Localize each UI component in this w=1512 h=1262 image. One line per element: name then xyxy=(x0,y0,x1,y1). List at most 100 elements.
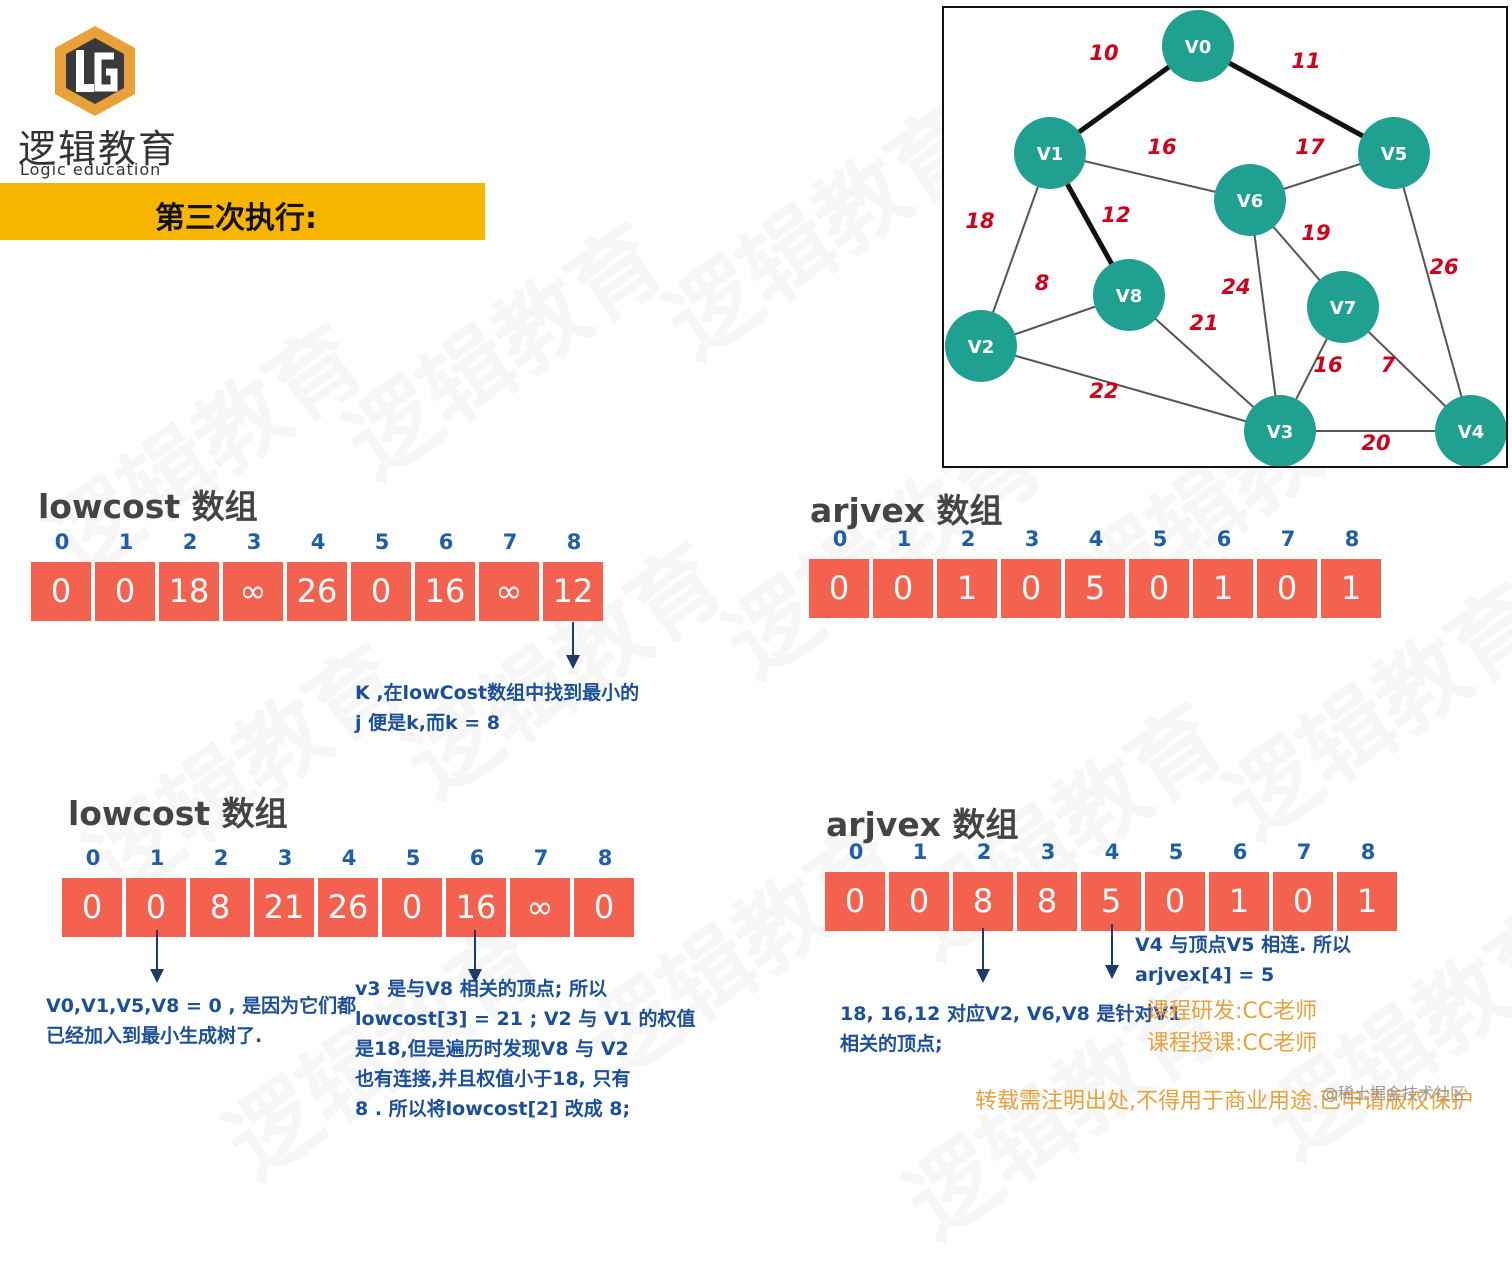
graph-node-label: V2 xyxy=(968,337,994,358)
arrow-v3 xyxy=(474,930,476,970)
array-cell: 12 xyxy=(543,562,603,621)
array-cell: 0 xyxy=(1129,559,1189,618)
edge-weight-label: 16 xyxy=(1313,353,1342,377)
logo-title: 逻辑教育 xyxy=(18,127,179,171)
array-index: 2 xyxy=(213,846,229,870)
array-index: 5 xyxy=(374,530,390,554)
graph-node-V7 xyxy=(1307,271,1379,343)
note-v0-line1: V0,V1,V5,V8 = 0 , 是因为它们都 xyxy=(46,995,357,1017)
graph-node-label: V6 xyxy=(1237,191,1263,212)
credit-teach: 课程授课:CC老师 xyxy=(1147,1031,1318,1056)
array-cell: 5 xyxy=(1065,559,1125,618)
graph-edge-V2-V3 xyxy=(980,345,1281,432)
logo-icon xyxy=(55,26,135,116)
array-index: 1 xyxy=(118,530,134,554)
graph-edge-V6-V3 xyxy=(1249,199,1281,432)
graph-node-V8 xyxy=(1093,259,1165,331)
edge-weight-label: 10 xyxy=(1089,41,1118,65)
array-index: 0 xyxy=(54,530,70,554)
array-index: 5 xyxy=(1168,840,1184,864)
arrow-v0 xyxy=(156,930,158,970)
credit-copyright: 转载需注明出处,不得用于商业用途.已申请版权保护 xyxy=(975,1089,1473,1114)
note-v3-line3: 是18,但是遍历时发现V8 与 V2 xyxy=(355,1038,629,1060)
array-index: 6 xyxy=(1216,527,1232,551)
array-cell: 0 xyxy=(62,878,122,937)
array-cell: 0 xyxy=(1257,559,1317,618)
array-cell: 0 xyxy=(574,878,634,937)
array-cell: 0 xyxy=(825,872,885,931)
array-cell: 0 xyxy=(31,562,91,621)
arrow-v0-head xyxy=(150,969,164,983)
note-v3: v3 是与V8 相关的顶点; 所以 lowcost[3] = 21 ; V2 与… xyxy=(355,974,696,1124)
array-cell: ∞ xyxy=(479,562,539,621)
array-index: 5 xyxy=(405,846,421,870)
array-index: 3 xyxy=(1040,840,1056,864)
arrow-v2-head xyxy=(976,969,990,983)
array-cell: 0 xyxy=(889,872,949,931)
edge-weight-label: 18 xyxy=(965,209,994,233)
lowcost-title-2: lowcost 数组 xyxy=(68,794,288,833)
edge-weight-label: 26 xyxy=(1429,255,1458,279)
credit-dev: 课程研发:CC老师 xyxy=(1147,999,1318,1024)
arrow-k xyxy=(572,622,574,656)
graph-node-label: V5 xyxy=(1381,144,1407,165)
array-index: 6 xyxy=(438,530,454,554)
array-cell: 0 xyxy=(873,559,933,618)
note-v3-line5: 8 . 所以将lowcost[2] 改成 8; xyxy=(355,1098,631,1120)
arrow-v3-head xyxy=(468,969,482,983)
array-index: 0 xyxy=(832,527,848,551)
site-watermark: @稀土掘金技术社区 xyxy=(1322,1084,1467,1103)
note-v4-line2: arjvex[4] = 5 xyxy=(1135,964,1275,986)
arjvex-title-2: arjvex 数组 xyxy=(826,805,1019,844)
edge-weight-label: 22 xyxy=(1089,379,1118,403)
graph-node-V3 xyxy=(1244,395,1316,467)
array-index: 8 xyxy=(1360,840,1376,864)
array-index: 4 xyxy=(341,846,357,870)
edge-weight-label: 8 xyxy=(1035,271,1050,295)
watermark-text: 逻辑教育 xyxy=(55,609,424,922)
edge-weight-label: 11 xyxy=(1291,49,1320,73)
array-index: 4 xyxy=(1104,840,1120,864)
edge-weight-label: 24 xyxy=(1221,275,1250,299)
array-cell: 26 xyxy=(287,562,347,621)
graph-node-label: V4 xyxy=(1458,422,1484,443)
note-v3-line2: lowcost[3] = 21 ; V2 与 V1 的权值 xyxy=(355,1008,696,1030)
arrow-v2 xyxy=(982,928,984,970)
edge-weight-label: 19 xyxy=(1301,221,1330,245)
array-cell: 0 xyxy=(126,878,186,937)
note-k-line1: K ,在lowCost数组中找到最小的 xyxy=(355,682,640,704)
graph-node-label: V8 xyxy=(1116,286,1142,307)
array-index: 7 xyxy=(533,846,549,870)
array-index: 2 xyxy=(976,840,992,864)
note-v2-line2: 相关的顶点; xyxy=(840,1033,943,1055)
array-cell: 21 xyxy=(254,878,314,937)
array-index: 6 xyxy=(1232,840,1248,864)
array-cell: 0 xyxy=(351,562,411,621)
array-cell: 0 xyxy=(95,562,155,621)
array-cell: 0 xyxy=(382,878,442,937)
graph-node-V2 xyxy=(945,310,1017,382)
graph-node-V1 xyxy=(1014,117,1086,189)
arrow-v4 xyxy=(1111,924,1113,966)
note-k-line2: j 便是k,而k = 8 xyxy=(355,712,500,734)
array-index: 3 xyxy=(277,846,293,870)
note-v4-line1: V4 与顶点V5 相连. 所以 xyxy=(1135,934,1351,956)
note-v4: V4 与顶点V5 相连. 所以 arjvex[4] = 5 xyxy=(1135,930,1351,990)
note-v2-line1: 18, 16,12 对应V2, V6,V8 是针对V1 xyxy=(840,1003,1182,1025)
array-index: 7 xyxy=(1280,527,1296,551)
array-index: 8 xyxy=(1344,527,1360,551)
edge-weight-label: 12 xyxy=(1101,203,1130,227)
array-index: 3 xyxy=(246,530,262,554)
step-banner xyxy=(0,183,485,240)
edge-weight-label: 17 xyxy=(1295,135,1325,159)
graph-node-V0 xyxy=(1162,10,1234,82)
edge-weight-label: 16 xyxy=(1147,135,1176,159)
note-v3-line4: 也有连接,并且权值小于18, 只有 xyxy=(355,1068,631,1090)
array-index: 6 xyxy=(469,846,485,870)
graph-node-V6 xyxy=(1214,164,1286,236)
array-cell: 16 xyxy=(415,562,475,621)
graph-node-V4 xyxy=(1435,395,1507,467)
step-banner-text: 第三次执行: xyxy=(155,201,317,236)
array-cell: 0 xyxy=(809,559,869,618)
lowcost-title-1: lowcost 数组 xyxy=(38,487,258,526)
